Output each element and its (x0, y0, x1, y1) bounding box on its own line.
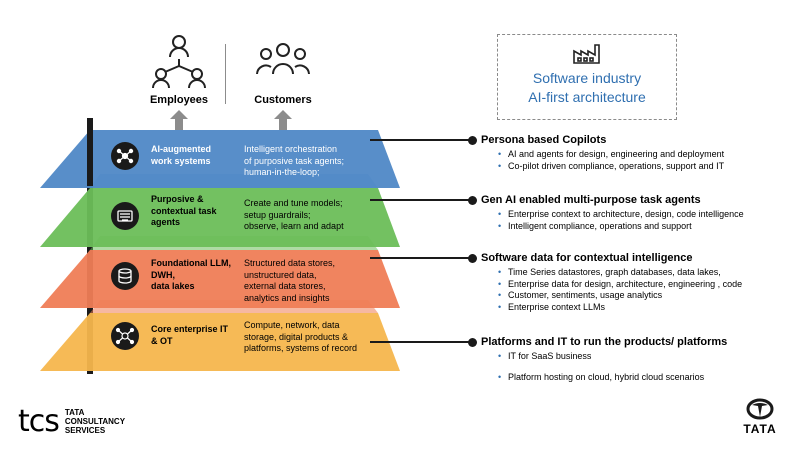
section-heading: Platforms and IT to run the products/ pl… (481, 336, 728, 348)
tcs-logo: tcs TATA CONSULTANCY SERVICES (18, 404, 125, 439)
persona-employees-label: Employees (149, 94, 209, 106)
persona-customers: Customers (238, 30, 328, 132)
section-bullet: Enterprise context to architecture, desi… (498, 209, 748, 221)
title-line-1: Software industry (532, 70, 642, 86)
section-bullet-dot (468, 253, 477, 263)
vertical-pole-top (87, 118, 93, 186)
up-arrow-icon (170, 110, 188, 130)
section-heading: Persona based Copilots (481, 134, 607, 146)
layer-4-title: Core enterprise IT& OT (151, 324, 229, 346)
section-bullet: Enterprise data for design, architecture… (498, 279, 748, 291)
section-bullet: Co-pilot driven compliance, operations, … (498, 161, 792, 173)
factory-icon (573, 44, 600, 64)
title-box: Software industry AI-first architecture (497, 34, 677, 120)
persona-employees: Employees (134, 30, 224, 132)
section-bullet: Platform hosting on cloud, hybrid cloud … (498, 372, 792, 384)
section-bullet-dot (468, 135, 477, 145)
section-task-agents: Gen AI enabled multi-purpose task agents… (468, 194, 792, 233)
section-platforms-it: Platforms and IT to run the products/ pl… (468, 336, 792, 384)
section-bullet: Time Series datastores, graph databases,… (498, 267, 792, 279)
layer-2-description: Create and tune models;setup guardrails;… (244, 198, 344, 231)
section-bullet: Intelligent compliance, operations and s… (498, 221, 792, 233)
title-line-2: AI-first architecture (528, 89, 646, 105)
section-software-data: Software data for contextual intelligenc… (468, 252, 792, 314)
section-bullet: Enterprise context LLMs (498, 302, 792, 314)
tata-logo-word: TATA (743, 422, 777, 436)
hub-icon (111, 322, 139, 350)
section-bullet-dot (468, 195, 477, 205)
tcs-logo-words: TATA CONSULTANCY SERVICES (64, 408, 126, 435)
section-heading: Software data for contextual intelligenc… (481, 252, 693, 264)
people-hierarchy-icon (152, 35, 206, 89)
database-icon (111, 262, 139, 290)
tata-emblem-icon (746, 398, 774, 420)
layer-3-title: Foundational LLM,DWH,data lakes (151, 258, 231, 291)
layer-ai-augmented (40, 130, 400, 188)
network-nodes-icon (111, 142, 139, 170)
section-bullet: AI and agents for design, engineering an… (498, 149, 792, 161)
keyboard-icon (111, 202, 139, 230)
tata-logo: TATA (740, 398, 780, 436)
section-bullet: Customer, sentiments, usage analytics (498, 290, 792, 302)
tcs-logo-mark: tcs (18, 404, 60, 439)
layer-3-description: Structured data stores,unstructured data… (244, 258, 336, 303)
persona-customers-label: Customers (254, 94, 312, 106)
persona-divider (225, 44, 226, 104)
section-persona-copilots: Persona based Copilots AI and agents for… (468, 134, 792, 173)
section-bullet: IT for SaaS business (498, 351, 792, 363)
section-bullet-dot (468, 337, 477, 347)
people-group-icon (256, 43, 310, 75)
layer-purposive (40, 188, 400, 247)
section-heading: Gen AI enabled multi-purpose task agents (481, 194, 701, 206)
up-arrow-icon (274, 110, 292, 130)
